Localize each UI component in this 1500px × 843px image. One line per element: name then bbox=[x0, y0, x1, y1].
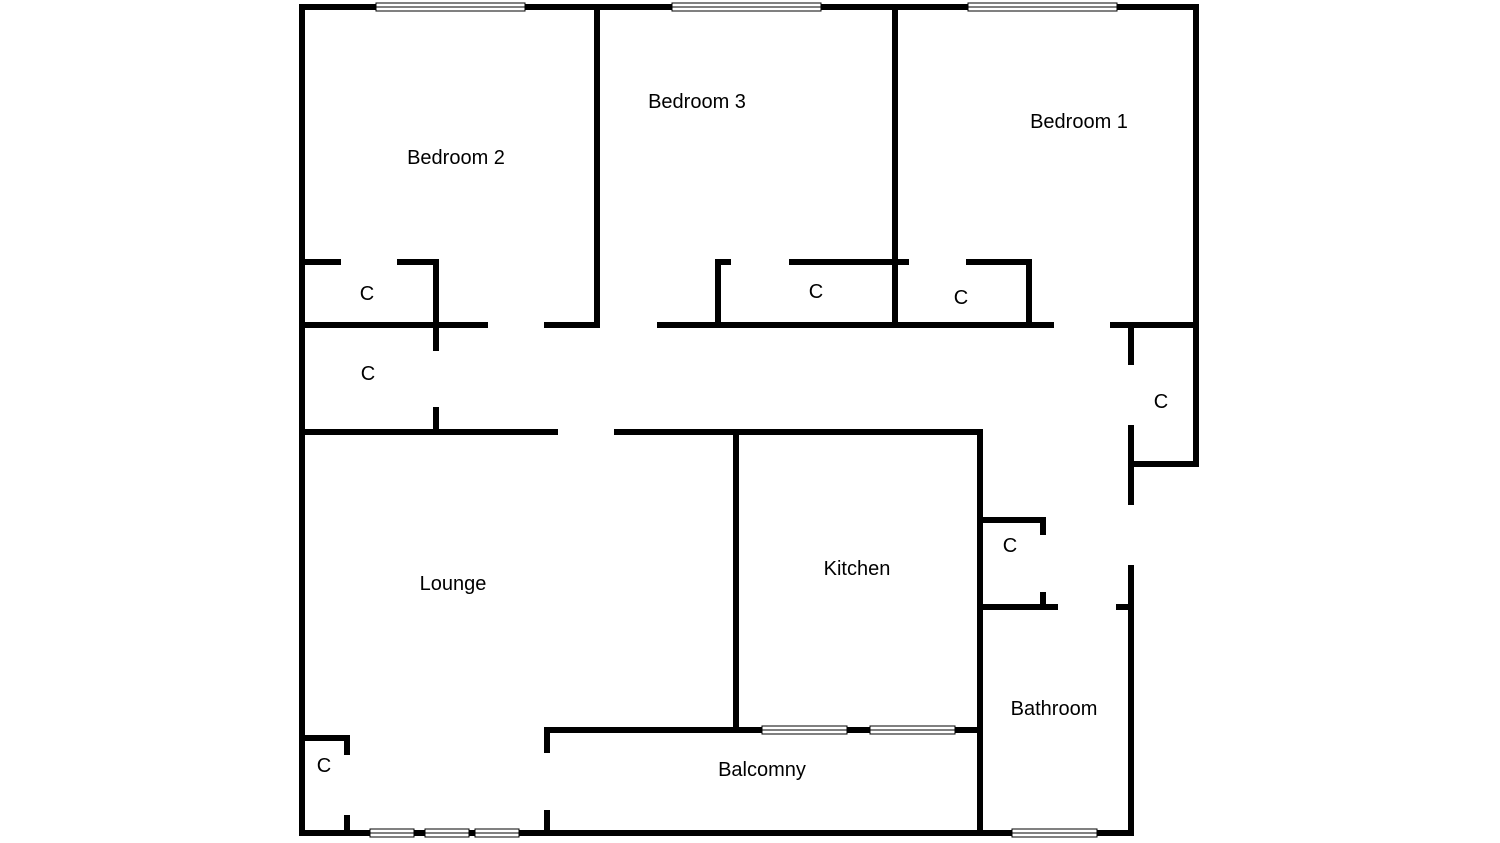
kitchen-balcony-window-right bbox=[869, 725, 956, 735]
cupboard-labels: C C C C C C C bbox=[317, 281, 1168, 777]
bedroom-2-label: Bedroom 2 bbox=[407, 147, 505, 169]
bathroom-window bbox=[1011, 828, 1098, 838]
bedroom-cupboard-walls bbox=[299, 259, 1032, 351]
hall-walls bbox=[299, 322, 1134, 836]
bedroom-3-window bbox=[671, 2, 822, 12]
hall-east-cupboard-label: C bbox=[1154, 391, 1168, 413]
bedroom-1-window bbox=[967, 2, 1118, 12]
lounge-window-2 bbox=[424, 828, 470, 838]
kitchen-label: Kitchen bbox=[824, 558, 891, 580]
room-labels: Bedroom 2 Bedroom 3 Bedroom 1 Lounge Kit… bbox=[407, 91, 1128, 781]
windows bbox=[369, 2, 1118, 838]
hall-south-cupboard-label: C bbox=[1003, 535, 1017, 557]
lounge-cupboard-label: C bbox=[317, 755, 331, 777]
bathroom-label: Bathroom bbox=[1011, 698, 1098, 720]
lounge-window-3 bbox=[474, 828, 520, 838]
balcony-walls bbox=[544, 727, 983, 836]
hall-west-cupboard-label: C bbox=[361, 363, 375, 385]
kitchen-balcony-window-left bbox=[761, 725, 848, 735]
bedroom-2-cupboard-label: C bbox=[360, 283, 374, 305]
balcony-label: Balcomny bbox=[718, 759, 806, 781]
bedroom-2-window bbox=[375, 2, 526, 12]
bedroom-1-cupboard-label: C bbox=[954, 287, 968, 309]
bedroom-1-label: Bedroom 1 bbox=[1030, 111, 1128, 133]
kitchen-bathroom-walls bbox=[733, 429, 1058, 836]
bedroom-3-label: Bedroom 3 bbox=[648, 91, 746, 113]
bedroom-walls bbox=[299, 4, 1199, 328]
bedroom-3-cupboard-label: C bbox=[809, 281, 823, 303]
lounge-label: Lounge bbox=[420, 573, 487, 595]
lounge-window-1 bbox=[369, 828, 415, 838]
lounge-cupboard-walls bbox=[299, 735, 350, 836]
